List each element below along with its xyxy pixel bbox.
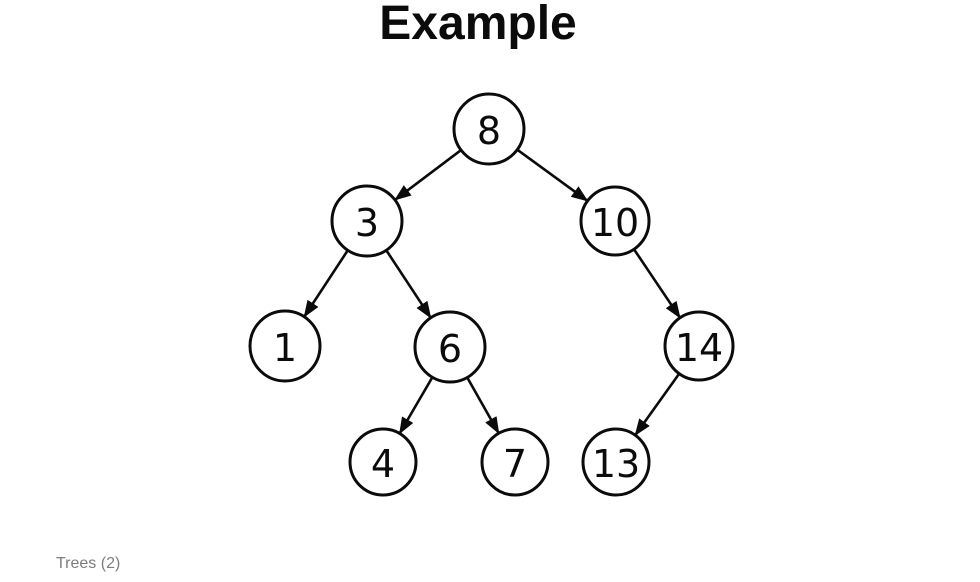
tree-edge-8-10 [516,148,589,202]
tree-node-14: 14 [663,310,735,382]
tree-edge-10-14 [632,248,681,319]
tree-edges [303,148,681,436]
tree-node-1: 1 [248,309,322,383]
tree-nodes: 8 3 10 1 6 14 4 7 13 [248,92,735,497]
tree-node-7: 7 [480,427,550,497]
tree-node-label-14: 14 [675,326,723,370]
tree-node-label-13: 13 [592,442,640,486]
tree-node-circle-7 [480,427,550,497]
tree-node-3: 3 [330,184,404,258]
tree-node-label-8: 8 [477,109,501,153]
tree-node-6: 6 [413,310,487,384]
tree-edge-3-1 [303,249,349,318]
slide-footer: Trees (2) [56,555,121,572]
tree-node-10: 10 [579,185,651,257]
tree-node-4: 4 [348,427,418,497]
tree-edge-6-7 [466,376,500,435]
tree-edge-8-3 [394,149,462,201]
tree-node-label-7: 7 [503,442,527,486]
tree-edge-3-6 [385,249,432,319]
tree-edge-14-13 [634,372,681,436]
tree-node-circle-14 [663,310,735,382]
tree-node-label-6: 6 [438,327,462,371]
tree-node-label-10: 10 [591,201,639,245]
tree-node-circle-1 [248,309,322,383]
tree-node-8: 8 [452,92,526,166]
tree-node-circle-4 [348,427,418,497]
tree-node-circle-3 [330,184,404,258]
tree-node-circle-6 [413,310,487,384]
tree-node-label-1: 1 [273,326,297,370]
tree-node-label-4: 4 [371,442,395,486]
slide-title: Example [379,0,577,50]
tree-node-circle-13 [581,427,651,497]
tree-node-circle-10 [579,185,651,257]
tree-node-circle-8 [452,92,526,166]
tree-node-label-3: 3 [355,201,379,245]
tree-node-13: 13 [581,427,651,497]
tree-edge-6-4 [398,376,434,435]
